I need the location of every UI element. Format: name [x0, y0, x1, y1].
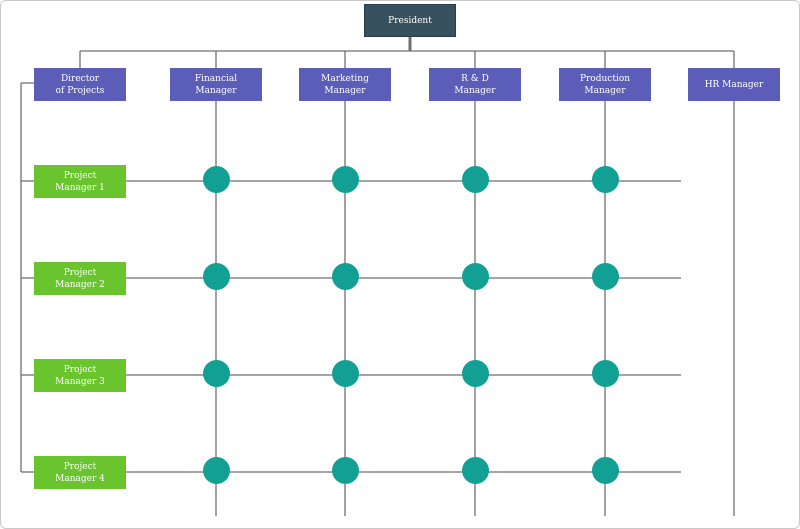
matrix-node	[202, 456, 230, 484]
hr-manager-box: HR Manager	[688, 68, 780, 101]
matrix-node	[591, 359, 619, 387]
production-manager-box: Production Manager	[559, 68, 651, 101]
marketing-manager-box: Marketing Manager	[299, 68, 391, 101]
project-manager-1-box: Project Manager 1	[34, 165, 126, 198]
matrix-node	[331, 262, 359, 290]
matrix-node	[331, 165, 359, 193]
matrix-node	[591, 165, 619, 193]
matrix-node	[331, 456, 359, 484]
matrix-node	[331, 359, 359, 387]
matrix-node	[591, 262, 619, 290]
president-box: President	[364, 4, 456, 37]
matrix-node	[461, 456, 489, 484]
matrix-node	[461, 359, 489, 387]
matrix-node	[202, 165, 230, 193]
matrix-node	[461, 165, 489, 193]
matrix-node	[461, 262, 489, 290]
project-manager-2-box: Project Manager 2	[34, 262, 126, 295]
matrix-node	[202, 359, 230, 387]
financial-manager-box: Financial Manager	[170, 68, 262, 101]
matrix-node	[202, 262, 230, 290]
matrix-node	[591, 456, 619, 484]
director-of-projects-box: Director of Projects	[34, 68, 126, 101]
project-manager-3-box: Project Manager 3	[34, 359, 126, 392]
rd-manager-box: R & D Manager	[429, 68, 521, 101]
project-manager-4-box: Project Manager 4	[34, 456, 126, 489]
